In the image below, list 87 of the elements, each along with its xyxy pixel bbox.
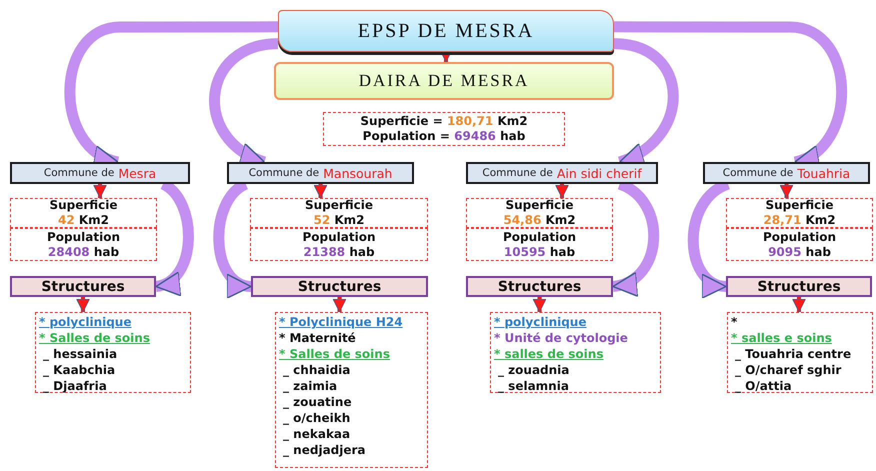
metric-label: Population <box>46 230 120 244</box>
commune-header <box>10 162 190 184</box>
arrow <box>780 184 794 198</box>
list-item: _ Djaafria <box>42 378 107 394</box>
list-item: _ O/charef sghir <box>734 362 842 378</box>
list-item: _ nedjadjera <box>282 442 366 458</box>
list-item: * Maternité <box>279 330 356 346</box>
list-item: * polyclinique <box>494 314 586 330</box>
list-item: _ hessainia <box>42 346 118 362</box>
list-item: _ o/cheikh <box>282 410 350 426</box>
metric-value: 42 Km2 <box>58 213 110 228</box>
metric-value: 28408 hab <box>48 244 120 260</box>
list-item: * Polyclinique H24 <box>279 314 403 330</box>
metric-label: Superficie <box>304 198 374 213</box>
commune-name: Mansourah <box>323 166 392 180</box>
list-item: _ zouatine <box>282 394 352 410</box>
structures-box <box>466 276 613 297</box>
list-item: _ chhaidia <box>282 362 350 378</box>
arrow <box>792 297 806 312</box>
arrow <box>93 184 107 198</box>
list-item: * Salles de soins <box>39 330 150 346</box>
list-item: _ zaimia <box>282 378 338 394</box>
list-item: * <box>731 314 738 330</box>
info-box <box>323 112 565 146</box>
arrow <box>332 297 346 312</box>
list-item: * salles de soins <box>494 346 604 362</box>
metric-value: 21388 hab <box>303 244 375 260</box>
banner-title: EPSP DE MESRA <box>358 20 534 42</box>
metric-label: Superficie <box>49 198 118 213</box>
metric-value: 52 Km2 <box>313 213 365 228</box>
info-box <box>10 198 157 228</box>
metric-value: 54,86 Km2 <box>503 213 576 228</box>
list-item: * salles e soins <box>731 330 832 346</box>
facility-list <box>35 312 191 393</box>
facility-list <box>727 312 873 393</box>
info-box <box>726 228 873 261</box>
arrow <box>532 297 546 312</box>
structures-box <box>726 276 872 297</box>
list-item: _ O/attia <box>734 378 792 394</box>
structures-title: Structures <box>498 278 582 294</box>
metric-value: 9095 hab <box>768 244 831 260</box>
list-item: _ Kaabchia <box>42 362 116 378</box>
list-item: _ Touahria centre <box>734 346 852 362</box>
structures-title: Structures <box>41 278 125 294</box>
facility-list <box>275 312 428 468</box>
list-item: _ zouadnia <box>497 362 570 378</box>
arrow <box>76 297 90 312</box>
title-banner <box>278 10 614 52</box>
commune-label: Commune de <box>44 167 114 179</box>
commune-label: Commune de <box>248 167 320 179</box>
metric-label: Population <box>762 230 836 244</box>
commune-header <box>466 162 658 184</box>
list-item: * Salles de soins <box>279 346 390 362</box>
facility-list <box>490 312 661 393</box>
commune-header <box>703 162 870 184</box>
metric-label: Population <box>302 230 376 244</box>
list-item: _ nekakaa <box>282 426 350 442</box>
metric-value: 28,71 Km2 <box>763 213 836 228</box>
commune-label: Commune de <box>482 167 553 179</box>
list-item: * Unité de cytologie <box>494 330 628 346</box>
structures-title: Structures <box>757 278 841 294</box>
commune-header <box>227 162 414 184</box>
metric-label: Superficie <box>505 198 574 213</box>
info-box <box>10 228 157 261</box>
metric-value: Superficie = 180,71 Km2 <box>360 114 528 129</box>
metric-value: Population = 69486 hab <box>362 129 526 144</box>
info-box <box>250 198 428 228</box>
metric-value: 10595 hab <box>504 244 576 260</box>
commune-label: Commune de <box>722 167 794 179</box>
commune-name: Touahria <box>797 166 850 180</box>
list-item: _ selamnia <box>497 378 569 394</box>
scroll-banner <box>274 62 614 100</box>
info-box <box>466 198 613 228</box>
list-item: * polyclinique <box>39 314 132 330</box>
structures-title: Structures <box>298 278 382 294</box>
arrow <box>314 184 328 198</box>
banner-subtitle: DAIRA DE MESRA <box>358 71 530 91</box>
info-box <box>250 228 428 261</box>
metric-label: Superficie <box>765 198 834 213</box>
info-box <box>726 198 873 228</box>
arrow <box>555 184 569 198</box>
structures-box <box>10 276 156 297</box>
commune-name: Ain sidi cherif <box>556 166 642 180</box>
info-box <box>466 228 613 261</box>
structures-box <box>251 276 428 297</box>
metric-label: Population <box>502 230 576 244</box>
commune-name: Mesra <box>118 166 156 180</box>
